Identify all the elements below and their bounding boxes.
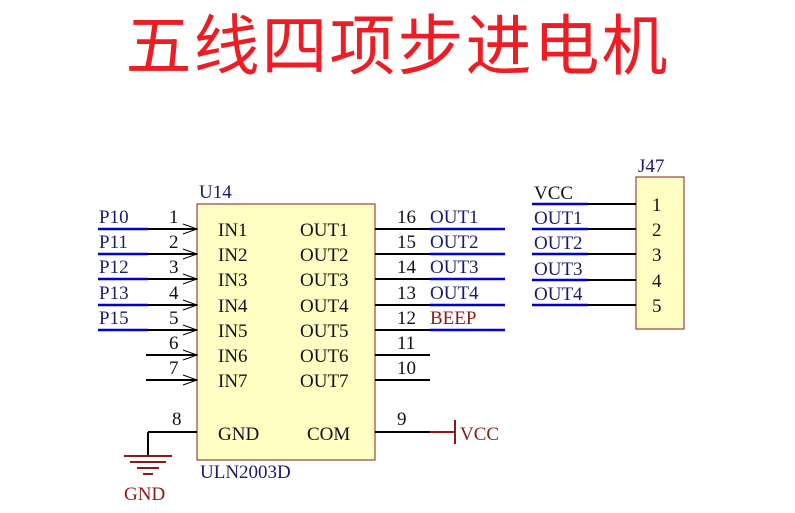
connector-net-4-label: OUT3 <box>534 259 583 280</box>
input-pin-6-number: 6 <box>169 333 179 354</box>
input-pin-3-number: 3 <box>169 257 179 278</box>
gnd-pin-name: GND <box>218 424 259 445</box>
output-pin-10-number: 10 <box>397 358 416 379</box>
input-pin-7-arrow <box>182 374 199 386</box>
output-pin-13-number: 13 <box>397 283 416 304</box>
connector-pin-2-number: 2 <box>652 220 662 241</box>
input-pin-7-number: 7 <box>169 358 179 379</box>
gnd-pin-number: 8 <box>172 409 182 430</box>
input-pin-1-name: IN1 <box>218 220 248 241</box>
input-pin-1-arrow <box>182 223 199 235</box>
input-pin-2-name: IN2 <box>218 245 248 266</box>
connector-net-1-label: VCC <box>534 183 573 204</box>
com-pin-number: 9 <box>397 409 407 430</box>
diagram-title: 五线四项步进电机 <box>125 8 670 85</box>
input-pin-5-number: 5 <box>169 308 179 329</box>
input-pin-3-arrow <box>182 273 199 285</box>
output-pin-12-number: 12 <box>397 308 416 329</box>
output-net-13-label: OUT4 <box>430 283 479 304</box>
output-net-15-label: OUT2 <box>430 232 479 253</box>
input-pin-5-name: IN5 <box>218 321 248 342</box>
output-pin-16-number: 16 <box>397 207 416 228</box>
vcc-net-label: VCC <box>460 424 499 445</box>
output-pin-15-number: 15 <box>397 232 416 253</box>
output-pin-14-number: 14 <box>397 257 417 278</box>
output-net-12-label: BEEP <box>430 308 476 329</box>
input-net-5-label: P15 <box>99 308 129 329</box>
ground-symbol <box>124 455 172 475</box>
ic-body <box>196 203 376 461</box>
com-pin-name: COM <box>307 424 350 445</box>
input-pin-6-arrow <box>182 349 199 361</box>
connector-pin-3-number: 3 <box>652 245 662 266</box>
input-pin-5-arrow <box>182 324 199 336</box>
input-pin-4-arrow <box>182 299 199 311</box>
input-pin-7-name: IN7 <box>218 371 248 392</box>
ic-ref: U14 <box>199 182 232 203</box>
input-pin-4-number: 4 <box>169 283 179 304</box>
input-pin-4-name: IN4 <box>218 296 248 317</box>
connector-body <box>635 176 685 330</box>
connector-pin-4-number: 4 <box>652 271 662 292</box>
ic-part: ULN2003D <box>200 462 291 483</box>
output-pin-10-name: OUT7 <box>300 371 349 392</box>
gnd-net-label: GND <box>124 484 165 505</box>
input-net-3-label: P12 <box>99 257 129 278</box>
connector-net-2-label: OUT1 <box>534 208 583 229</box>
output-net-16-label: OUT1 <box>430 207 479 228</box>
input-net-2-label: P11 <box>99 232 128 253</box>
output-pin-14-name: OUT3 <box>300 270 349 291</box>
input-pin-6-name: IN6 <box>218 346 248 367</box>
input-pin-2-number: 2 <box>169 232 179 253</box>
connector-net-5-label: OUT4 <box>534 284 583 305</box>
input-pin-2-arrow <box>182 248 199 260</box>
input-pin-3-name: IN3 <box>218 270 248 291</box>
connector-ref: J47 <box>638 156 664 177</box>
output-pin-11-name: OUT6 <box>300 346 349 367</box>
input-net-4-label: P13 <box>99 283 129 304</box>
connector-pin-1-number: 1 <box>652 195 662 216</box>
output-pin-15-name: OUT2 <box>300 245 349 266</box>
output-net-14-label: OUT3 <box>430 257 479 278</box>
input-net-1-label: P10 <box>99 207 129 228</box>
output-pin-11-number: 11 <box>397 333 415 354</box>
input-pin-1-number: 1 <box>169 207 179 228</box>
connector-pin-5-number: 5 <box>652 296 662 317</box>
output-pin-16-name: OUT1 <box>300 220 349 241</box>
output-pin-13-name: OUT4 <box>300 296 349 317</box>
connector-net-3-label: OUT2 <box>534 233 583 254</box>
output-pin-12-name: OUT5 <box>300 321 349 342</box>
